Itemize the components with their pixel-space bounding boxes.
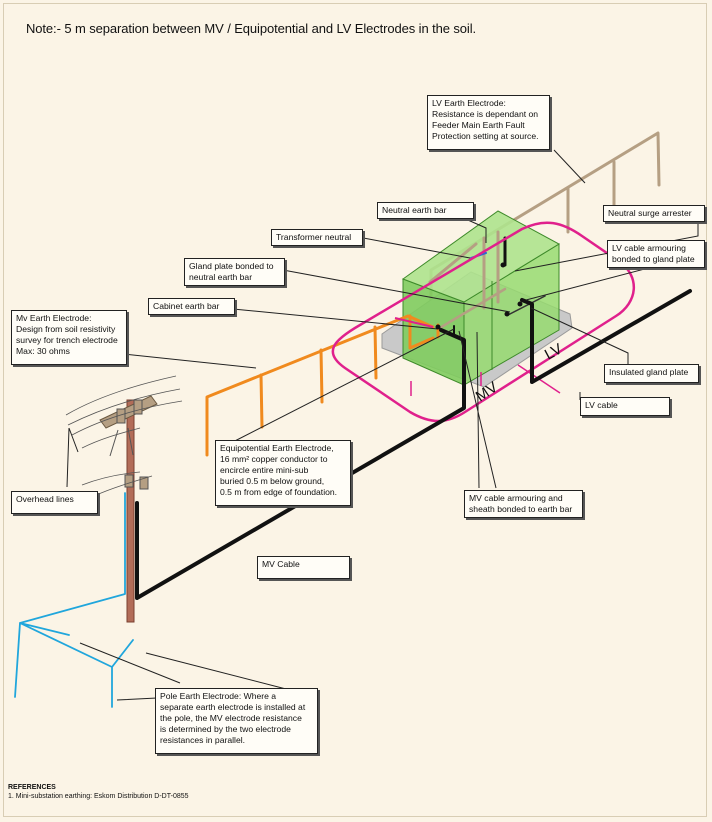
leader-lines xyxy=(66,149,699,701)
overhead-lines xyxy=(65,375,183,497)
label-lv-cable: LV cable xyxy=(580,397,670,416)
label-pole-earth-electrode: Pole Earth Electrode: Where a separate e… xyxy=(155,688,318,754)
references-title: REFERENCES xyxy=(8,784,56,791)
label-overhead-lines: Overhead lines xyxy=(11,491,98,514)
label-mv-cable-armouring: MV cable armouring and sheath bonded to … xyxy=(464,490,583,518)
label-neutral-earth-bar: Neutral earth bar xyxy=(377,202,474,219)
label-gland-plate-bonded: Gland plate bonded to neutral earth bar xyxy=(184,258,285,286)
equipotential-electrode-line xyxy=(331,221,636,423)
pole xyxy=(99,395,158,623)
label-lv-earth-electrode: LV Earth Electrode: Resistance is depend… xyxy=(427,95,550,150)
cables xyxy=(135,289,692,600)
label-equipotential-electrode: Equipotential Earth Electrode, 16 mm² co… xyxy=(215,440,351,506)
references-item: 1. Mini-substation earthing: Eskom Distr… xyxy=(8,793,189,800)
label-mv-earth-electrode: Mv Earth Electrode: Design from soil res… xyxy=(11,310,127,365)
equipotential-leader xyxy=(394,317,434,328)
label-transformer-neutral: Transformer neutral xyxy=(271,229,363,246)
separation-note: Note:- 5 m separation between MV / Equip… xyxy=(26,21,477,36)
junction-dots xyxy=(435,262,523,330)
lv-tag: LV xyxy=(542,340,565,363)
diagram-frame xyxy=(3,3,707,817)
label-cabinet-earth-bar: Cabinet earth bar xyxy=(148,298,235,315)
label-lv-cable-armouring: LV cable armouring bonded to gland plate xyxy=(607,240,705,268)
label-insulated-gland-plate: Insulated gland plate xyxy=(604,364,699,383)
label-mv-cable: MV Cable xyxy=(257,556,350,579)
pole-earth-electrode-line xyxy=(14,492,134,708)
minisub-enclosure xyxy=(401,210,561,386)
label-neutral-surge-arrester: Neutral surge arrester xyxy=(603,205,705,222)
